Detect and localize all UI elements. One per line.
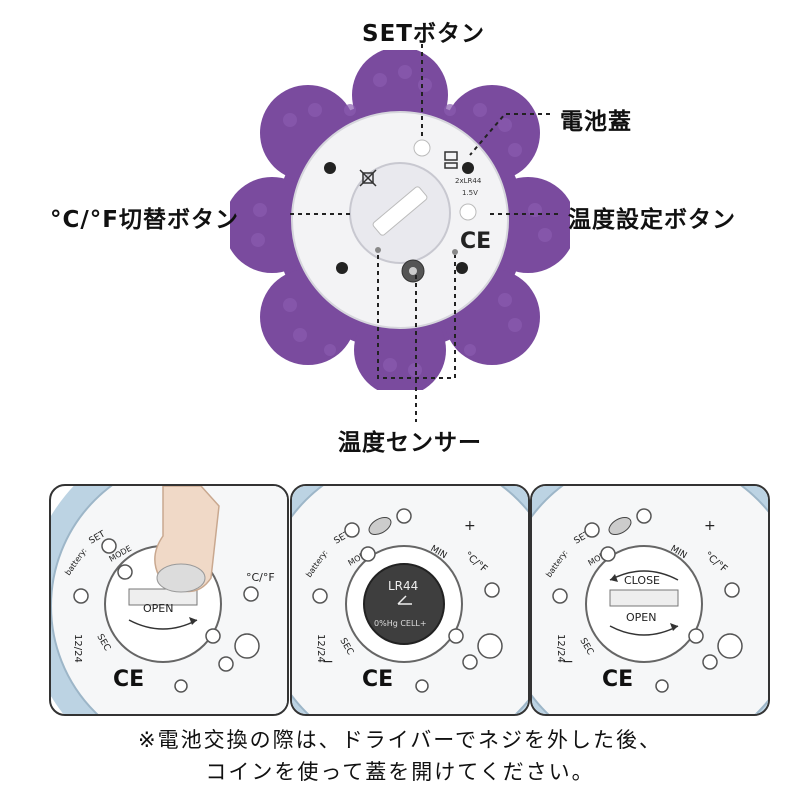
coin-slot-3 xyxy=(609,589,679,607)
close-arrow xyxy=(609,570,679,581)
panel-3-svg: CLOSE OPEN SET MODE battery: MIN °C/°F +… xyxy=(532,486,768,714)
open-arrow xyxy=(609,625,679,636)
minus-text-3: − xyxy=(562,654,574,670)
cf-text-1: °C/°F xyxy=(246,571,275,584)
close-label-3: CLOSE xyxy=(624,574,660,587)
callout-temp-sensor: 温度センサー xyxy=(338,430,482,456)
battery-small-text: 2xLR44 xyxy=(455,177,482,185)
ce-mark-2: CE xyxy=(362,667,393,692)
open-label-1: OPEN xyxy=(143,602,173,615)
screw-holes xyxy=(324,162,474,274)
set-button-dot[interactable] xyxy=(413,139,431,157)
temp-setting-button-dot[interactable] xyxy=(459,203,477,221)
callout-lines xyxy=(290,44,558,422)
sensor-pin-right xyxy=(452,249,458,255)
battery-cover-slot xyxy=(372,186,428,236)
panel-battery-lr44: LR44 0%Hg CELL+ SET MODE battery: MIN °C… xyxy=(290,484,530,716)
plus-text-3: + xyxy=(704,518,716,534)
callout-temp-setting: 温度設定ボタン xyxy=(568,207,736,233)
ce-mark-1: CE xyxy=(113,667,144,692)
ce-mark: CE xyxy=(460,229,491,254)
lr44-text: LR44 xyxy=(388,579,418,593)
device-illustration: 2xLR44 1.5V CE xyxy=(224,47,576,396)
cell-mercury-text: 0%Hg CELL+ xyxy=(374,619,427,628)
callout-unit-toggle: °C/°F切替ボタン xyxy=(50,207,239,233)
battery-icon xyxy=(444,151,458,169)
ce-mark-3: CE xyxy=(602,667,633,692)
open-label-3: OPEN xyxy=(626,611,656,624)
panel-open-with-coin: OPEN SET MODE battery: 12/24 SEC CE °C/°… xyxy=(49,484,289,716)
plus-text-2: + xyxy=(464,518,476,534)
screw-icon-3 xyxy=(608,516,632,536)
coin-illustration xyxy=(156,563,206,593)
hour-format-3: 12/24 xyxy=(555,634,566,663)
screw-icon-2 xyxy=(368,516,392,536)
note-line-2: コインを使って蓋を開けてください。 xyxy=(205,760,595,784)
callout-battery-cover: 電池蓋 xyxy=(560,109,632,135)
callout-set-button: SETボタン xyxy=(362,21,485,47)
minus-text-2: − xyxy=(322,654,334,670)
temp-sensor-core xyxy=(409,267,417,275)
hour-format-1: 12/24 xyxy=(72,634,83,663)
rotate-arrow xyxy=(128,619,198,630)
panel-1-svg: OPEN SET MODE battery: 12/24 SEC CE °C/°… xyxy=(51,486,287,714)
panel-close-open: CLOSE OPEN SET MODE battery: MIN °C/°F +… xyxy=(530,484,770,716)
coin-slot xyxy=(128,588,198,606)
hour-format-2: 12/24 xyxy=(315,634,326,663)
bin-icon xyxy=(359,169,377,187)
voltage-small-text: 1.5V xyxy=(462,189,478,197)
panel-2-svg: LR44 0%Hg CELL+ SET MODE battery: MIN °C… xyxy=(292,486,528,714)
bump-texture xyxy=(251,65,552,377)
note-line-1: ※電池交換の際は、ドライバーでネジを外した後、 xyxy=(138,728,662,752)
device-svg: 2xLR44 1.5V CE xyxy=(224,47,576,396)
sensor-pin-left xyxy=(375,247,381,253)
